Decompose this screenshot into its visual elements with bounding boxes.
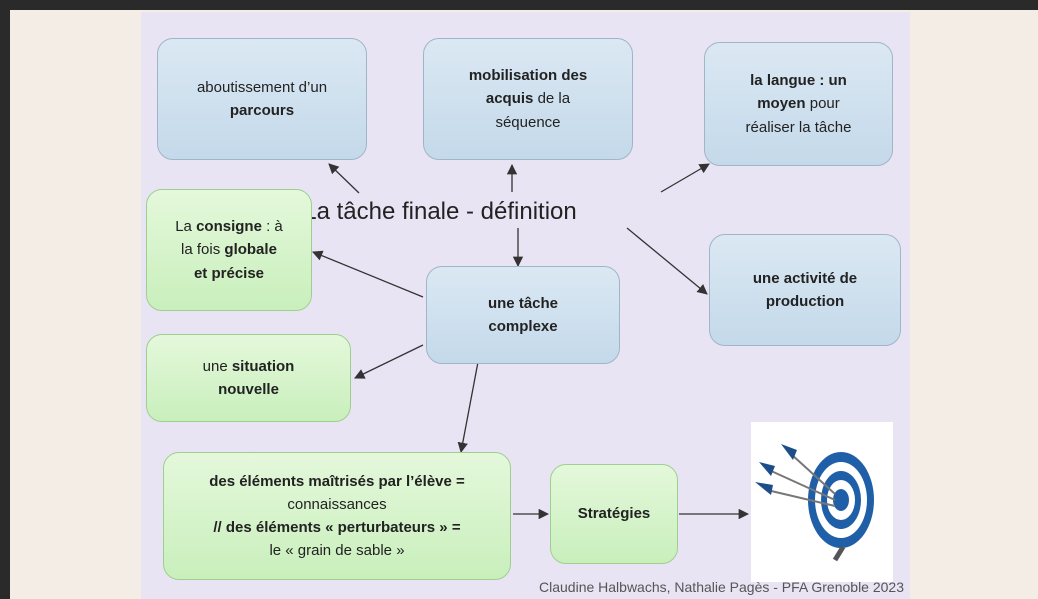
arrow-title-to-parcours [328, 163, 360, 194]
node-elements-text-1: connaissances [287, 495, 387, 513]
credit-text: Claudine Halbwachs, Nathalie Pagès - PFA… [539, 579, 904, 595]
node-situation-bold-1: situation [231, 357, 295, 375]
node-elements: des éléments maîtrisés par l’élève = con… [163, 452, 511, 580]
arrow-title-to-langue [660, 163, 710, 193]
window-border-top [0, 0, 1038, 10]
node-complexe: une tâche complexe [426, 266, 620, 364]
diagram-title: La tâche finale - définition [303, 198, 577, 225]
arrow-complexe-to-consigne [312, 250, 424, 298]
node-situation-text-1: une [202, 357, 232, 375]
node-parcours: aboutissement d’un parcours [157, 38, 367, 160]
node-activite-bold-1: une activité de [752, 269, 858, 287]
target-with-darts-icon [751, 422, 893, 582]
node-consigne-bold-3: et précise [193, 264, 265, 282]
arrow-complexe-to-elements [457, 361, 479, 454]
node-acquis-text-2: séquence [495, 113, 561, 131]
arrow-title-to-activite [626, 227, 708, 295]
node-langue-text-2: réaliser la tâche [745, 118, 852, 136]
node-complexe-bold-2: complexe [488, 318, 558, 335]
node-activite: une activité de production [709, 234, 901, 346]
node-consigne-text-3: la fois [181, 241, 225, 259]
node-elements-bold-1: des éléments maîtrisés par l’élève = [209, 472, 465, 490]
node-langue-bold-1: la langue : un [750, 72, 847, 90]
node-acquis-bold-2: acquis [485, 90, 534, 108]
node-consigne-bold-2: globale [224, 241, 277, 259]
arrow-complexe-to-situation [354, 344, 424, 379]
node-acquis-text-1: de la [533, 90, 571, 108]
node-consigne-text-2: : à [261, 218, 283, 236]
slide: La tâche finale - définition aboutisseme… [141, 12, 910, 599]
node-activite-bold-2: production [765, 293, 845, 310]
node-parcours-bold: parcours [229, 102, 295, 119]
node-langue-text-1: pour [805, 95, 840, 113]
node-situation-bold-2: nouvelle [218, 381, 279, 398]
node-consigne-text-1: La [175, 218, 197, 236]
node-strategies-bold-1: Stratégies [577, 505, 651, 523]
node-parcours-text: aboutissement d’un [196, 78, 328, 96]
window-border-left [0, 0, 10, 599]
node-elements-bold-2: // des éléments « perturbateurs » = [213, 519, 461, 536]
node-consigne-bold-1: consigne [196, 218, 262, 236]
node-langue-bold-2: moyen [757, 95, 806, 113]
node-elements-text-2: le « grain de sable » [269, 542, 405, 560]
node-langue: la langue : un moyen pour réaliser la tâ… [704, 42, 893, 166]
arrows-layer [312, 163, 750, 520]
node-strategies: Stratégies [550, 464, 678, 564]
node-situation: une situation nouvelle [146, 334, 351, 422]
node-consigne: La consigne : à la fois globale et préci… [146, 189, 312, 311]
node-complexe-bold-1: une tâche [487, 294, 559, 312]
node-acquis-bold-1: mobilisation des [468, 67, 588, 85]
node-acquis: mobilisation des acquis de la séquence [423, 38, 633, 160]
